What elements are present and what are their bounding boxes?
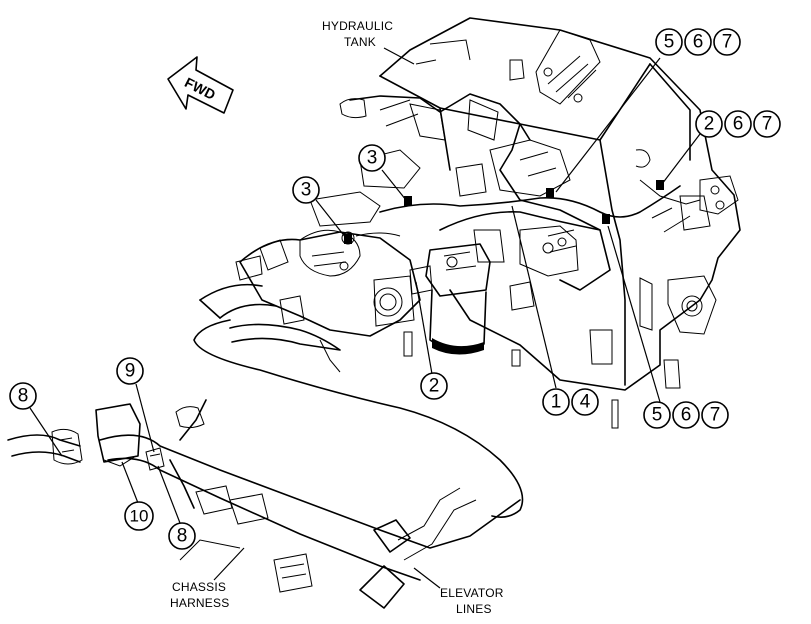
callout-567-bottom: 5 6 7 [607,225,729,429]
callout-6: 6 [733,114,744,135]
callout-6: 6 [693,32,704,53]
hydraulic-tank-label-line2: TANK [344,35,376,49]
hydraulic-tank [379,17,741,429]
callout-3: 3 [367,148,378,169]
elevator-lines-label-line2: LINES [456,602,492,616]
callout-8-left: 8 [9,382,63,457]
elevator-lines-label: ELEVATOR LINES [413,567,504,616]
hydraulic-tank-label-line1: HYDRAULIC [322,19,393,33]
chassis-frame [7,399,521,609]
hydraulic-filter [403,243,491,357]
hydraulic-tank-label: HYDRAULIC TANK [322,19,415,65]
callout-7: 7 [710,405,721,426]
callout-8-bottom: 8 [157,465,196,550]
callout-4: 4 [580,392,591,413]
callout-5: 5 [664,32,675,53]
callout-1: 1 [551,392,562,413]
callout-567-top: 5 6 7 [555,28,741,193]
callout-7: 7 [762,114,773,135]
callout-8: 8 [18,386,29,407]
callout-2: 2 [429,376,440,397]
callout-6: 6 [681,405,692,426]
callout-9: 9 [125,361,136,382]
callout-10: 10 [130,507,149,526]
harness-wiring [193,180,681,518]
callout-2: 2 [704,114,715,135]
valve-manifold [349,93,611,291]
callout-3-upper: 3 [358,144,407,201]
callout-5: 5 [652,405,663,426]
callout-10: 10 [121,461,154,531]
chassis-harness-label: CHASSIS HARNESS [170,547,245,610]
callout-267: 2 6 7 [661,110,781,185]
chassis-harness-label-line1: CHASSIS [172,580,226,594]
chassis-harness-label-line2: HARNESS [170,596,229,610]
callout-7: 7 [722,32,733,53]
callout-8: 8 [177,526,188,547]
callout-9: 9 [116,357,155,453]
callout-14: 1 4 [511,205,599,416]
elevator-lines-label-line1: ELEVATOR [440,586,504,600]
callout-2-filter: 2 [415,281,448,400]
pump-assembly [199,98,421,373]
fwd-arrow: FWD [167,56,234,114]
callout-3: 3 [301,180,312,201]
callout-3-left: 3 [292,176,347,239]
